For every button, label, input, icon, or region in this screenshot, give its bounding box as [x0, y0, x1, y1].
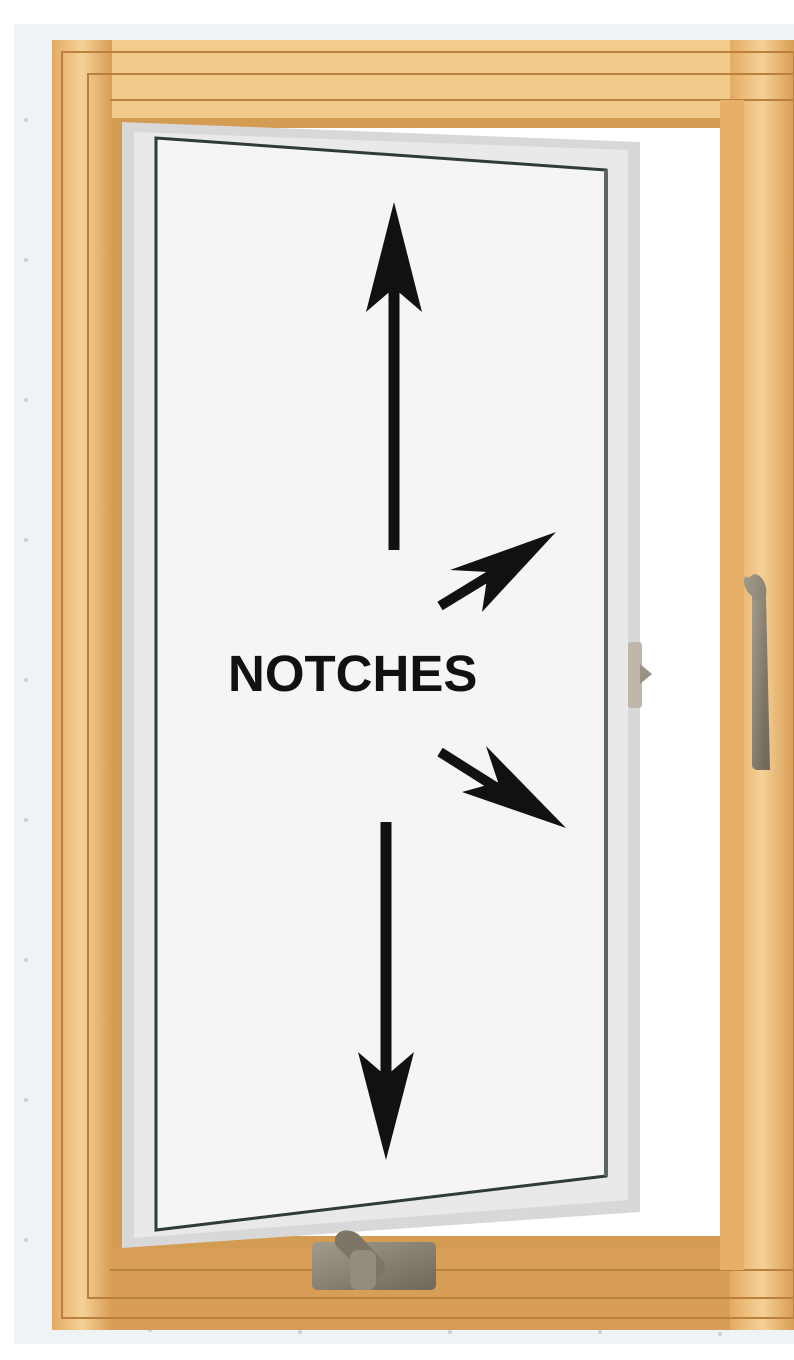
notches-label: NOTCHES: [228, 648, 477, 699]
frame-mullion: [720, 100, 744, 1270]
